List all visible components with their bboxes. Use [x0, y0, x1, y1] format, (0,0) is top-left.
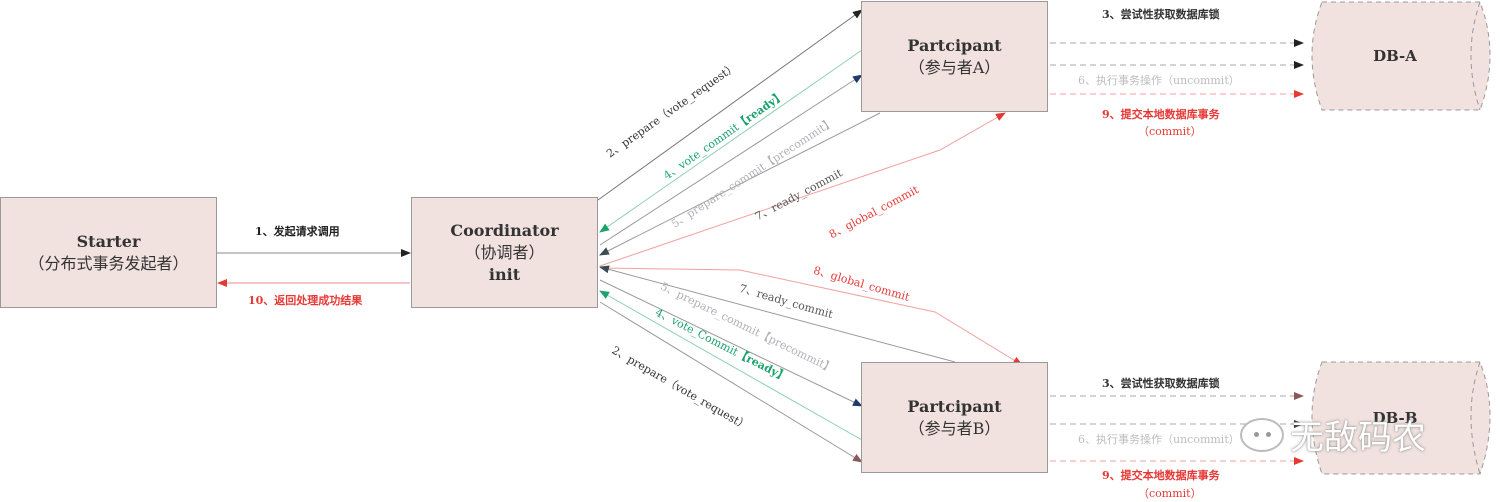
- edge-a-prepare-commit: [599, 74, 863, 246]
- watermark: 无敌码农: [1240, 410, 1426, 459]
- edge-a-ready-commit: [599, 112, 881, 256]
- starter-title: Starter: [76, 231, 141, 251]
- edge-b-ready-commit: [599, 265, 956, 363]
- db-a-shape: [1311, 1, 1491, 111]
- starter-node: Starter （分布式事务发起者）: [0, 197, 217, 308]
- participant-b-subtitle: （参与者B）: [908, 418, 1001, 438]
- coordinator-state: init: [488, 264, 521, 284]
- label-request: 1、发起请求调用: [255, 225, 340, 238]
- participant-a-title: Partcipant: [907, 35, 1002, 55]
- coordinator-subtitle: （协调者）: [464, 242, 545, 262]
- edge-b-prepare: [599, 301, 863, 463]
- participant-b-node: Partcipant （参与者B）: [861, 362, 1048, 473]
- label-da-exec: 6、执行事务操作（uncommit）: [1078, 74, 1240, 87]
- label-db-exec: 6、执行事务操作（uncommit）: [1078, 433, 1240, 446]
- participant-b-title: Partcipant: [907, 396, 1002, 416]
- edge-b-vote-commit: [599, 290, 863, 441]
- edge-a-prepare: [597, 9, 863, 201]
- coordinator-node: Coordinator （协调者） init: [411, 197, 598, 308]
- wechat-icon: [1240, 417, 1284, 452]
- participant-a-node: Partcipant （参与者A）: [861, 1, 1048, 112]
- edge-a-vote-commit: [599, 49, 863, 233]
- label-da-commit: 9、提交本地数据库事务: [1102, 108, 1220, 121]
- edge-b-global-commit: [599, 267, 1023, 366]
- db-b-shape: [1311, 361, 1491, 475]
- db-a-title: DB-A: [1373, 47, 1417, 65]
- label-response: 10、返回处理成功结果: [248, 294, 363, 307]
- edge-a-global-commit: [599, 112, 1006, 267]
- watermark-text: 无敌码农: [1290, 418, 1426, 458]
- label-db-commit: 9、提交本地数据库事务: [1102, 469, 1220, 482]
- db-a-node: DB-A: [1305, 2, 1485, 110]
- edge-b-prepare-commit: [599, 279, 863, 407]
- label-da-commit-sub: （commit）: [1138, 125, 1202, 138]
- label-da-lock: 3、尝试性获取数据库锁: [1102, 8, 1220, 21]
- participant-a-subtitle: （参与者A）: [908, 57, 1001, 77]
- label-db-commit-sub: （commit）: [1138, 487, 1202, 500]
- db-b-title: DB-B: [1372, 409, 1418, 427]
- starter-subtitle: （分布式事务发起者）: [28, 253, 189, 273]
- db-b-node: DB-B: [1305, 362, 1485, 474]
- label-db-lock: 3、尝试性获取数据库锁: [1102, 377, 1220, 390]
- coordinator-title: Coordinator: [450, 220, 559, 240]
